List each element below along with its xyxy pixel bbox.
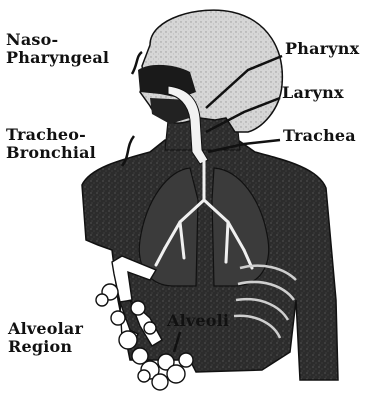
- larynx-label: Larynx: [282, 84, 344, 102]
- nasopharyngeal-label-line1: Naso-: [6, 31, 109, 49]
- pharynx-label: Pharynx: [285, 40, 359, 58]
- tracheobronchial-label: Tracheo- Bronchial: [6, 126, 96, 162]
- nasopharyngeal-label: Naso- Pharyngeal: [6, 31, 109, 67]
- tracheobronchial-label-line1: Tracheo-: [6, 126, 96, 144]
- alveolar-region-label-line1: Alveolar: [8, 320, 83, 338]
- nasopharyngeal-label-line2: Pharyngeal: [6, 49, 109, 67]
- alveolar-region-label: Alveolar Region: [8, 320, 83, 356]
- alveolar-region-label-line2: Region: [8, 338, 83, 356]
- alveoli-label: Alveoli: [167, 312, 229, 330]
- trachea-label: Trachea: [283, 127, 356, 145]
- tracheobronchial-label-line2: Bronchial: [6, 144, 96, 162]
